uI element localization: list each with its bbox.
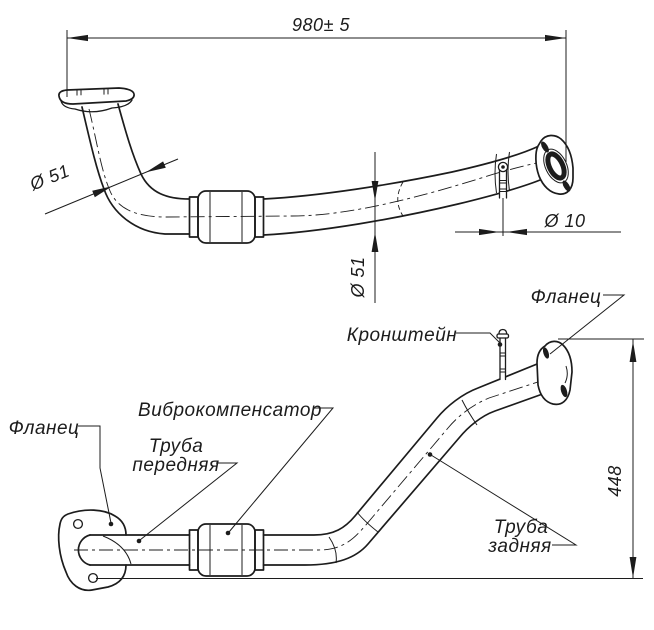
label-front-pipe-line1: Труба — [149, 436, 204, 457]
dim-mid-diameter: Ø 51 — [348, 152, 379, 303]
label-front-pipe-line2: передняя — [132, 455, 219, 476]
dim-height-text: 448 — [605, 465, 625, 497]
dim-overall-length: 980± 5 — [66, 15, 567, 162]
label-vibration-compensator: Виброкомпенсатор — [138, 400, 322, 421]
front-pipe-bottom-view — [77, 534, 191, 566]
label-rear-pipe-line1: Труба — [494, 517, 549, 538]
dim-bend-diameter-text: Ø 51 — [26, 160, 72, 194]
rear-flange-top-view — [535, 134, 574, 195]
dim-bracket-rod: Ø 10 — [455, 198, 621, 236]
label-flange-left: Фланец — [9, 418, 80, 439]
dim-mid-diameter-text: Ø 51 — [348, 256, 368, 298]
front-flange-top-view — [58, 87, 135, 113]
label-rear-pipe-line2: задняя — [487, 536, 551, 557]
rear-pipe-bottom-view — [262, 361, 552, 566]
dim-height: 448 — [96, 338, 644, 579]
label-bracket: Кронштейн — [347, 325, 458, 346]
top-view: 980± 5 Ø 51 Ø 51 Ø 10 — [26, 15, 621, 303]
leader-lines — [78, 294, 626, 546]
vibration-compensator-top-view — [188, 190, 265, 244]
dim-bracket-rod-text: Ø 10 — [543, 211, 585, 231]
dim-overall-length-text: 980± 5 — [292, 15, 350, 35]
bracket-pin-top-view — [497, 161, 509, 199]
front-pipe-top-view — [81, 103, 191, 235]
vibration-compensator-bottom-view — [188, 523, 265, 577]
dim-arrow-left — [67, 34, 88, 42]
bottom-view-centerline — [74, 376, 554, 551]
bracket-bolt-bottom-view — [496, 328, 510, 381]
bottom-view: 448 Фланец Кронштейн Виброкомпенсатор Фл… — [9, 287, 644, 592]
dim-arrow-right — [545, 34, 566, 42]
label-flange-right: Фланец — [531, 287, 602, 308]
rear-pipe-top-view — [262, 145, 546, 236]
top-view-centerline — [88, 108, 557, 218]
